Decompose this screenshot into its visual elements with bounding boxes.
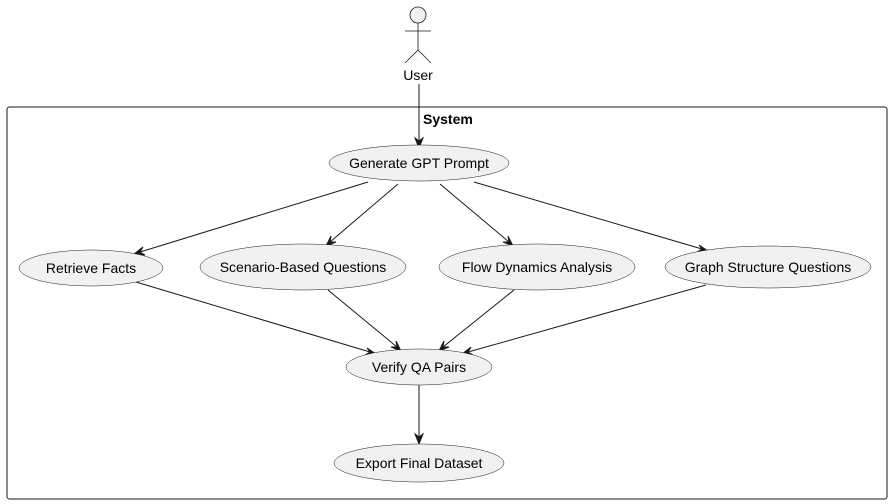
- actor-right-leg: [417, 49, 432, 64]
- user-actor[interactable]: User: [403, 6, 433, 83]
- edge-scenario-to-verify: [327, 289, 398, 348]
- edge-flow-to-verify: [442, 289, 515, 348]
- arrowhead: [413, 432, 425, 446]
- usecase-graph-structure[interactable]: Graph Structure Questions: [664, 245, 872, 289]
- usecase-label: Retrieve Facts: [46, 260, 136, 276]
- edge-prompt-to-flow: [439, 183, 510, 243]
- edge-prompt-to-graph: [473, 181, 703, 250]
- usecase-label: Scenario-Based Questions: [220, 259, 387, 275]
- usecase-label: Graph Structure Questions: [685, 259, 852, 275]
- usecase-flow-dynamics[interactable]: Flow Dynamics Analysis: [438, 243, 636, 291]
- arrowhead: [132, 246, 146, 256]
- usecase-label: Verify QA Pairs: [372, 359, 466, 375]
- usecase-shape: [333, 443, 505, 483]
- usecase-shape: [345, 348, 493, 386]
- usecase-shape: [18, 249, 164, 287]
- edge-retrieve-to-verify: [135, 281, 371, 353]
- actor-left-leg: [404, 49, 419, 64]
- usecase-shape: [664, 245, 872, 289]
- edge-prompt-to-retrieve: [139, 181, 369, 253]
- arrowhead: [437, 340, 450, 352]
- usecase-shape: [438, 243, 636, 291]
- usecase-label: Generate GPT Prompt: [349, 155, 489, 171]
- usecase-label: Flow Dynamics Analysis: [462, 259, 612, 275]
- arrowhead: [413, 136, 425, 150]
- usecase-retrieve-facts[interactable]: Retrieve Facts: [18, 249, 164, 287]
- actor-label: User: [403, 67, 433, 83]
- edge-prompt-to-scenario: [329, 183, 399, 243]
- arrowhead: [390, 340, 403, 352]
- arrowhead: [324, 235, 337, 247]
- usecase-label: Export Final Dataset: [356, 455, 483, 471]
- usecase-scenario-questions[interactable]: Scenario-Based Questions: [199, 243, 407, 291]
- usecase-shape: [328, 144, 510, 182]
- usecase-verify-qa[interactable]: Verify QA Pairs: [345, 348, 493, 386]
- system-title: System: [423, 111, 473, 127]
- edges: [132, 84, 710, 446]
- edge-graph-to-verify: [467, 284, 707, 353]
- usecase-generate-prompt[interactable]: Generate GPT Prompt: [328, 144, 510, 182]
- system-boundary: [6, 106, 888, 500]
- usecase-export-dataset[interactable]: Export Final Dataset: [333, 443, 505, 483]
- arrowhead: [502, 235, 515, 247]
- usecase-shape: [199, 243, 407, 291]
- actor-head-icon: [409, 6, 427, 24]
